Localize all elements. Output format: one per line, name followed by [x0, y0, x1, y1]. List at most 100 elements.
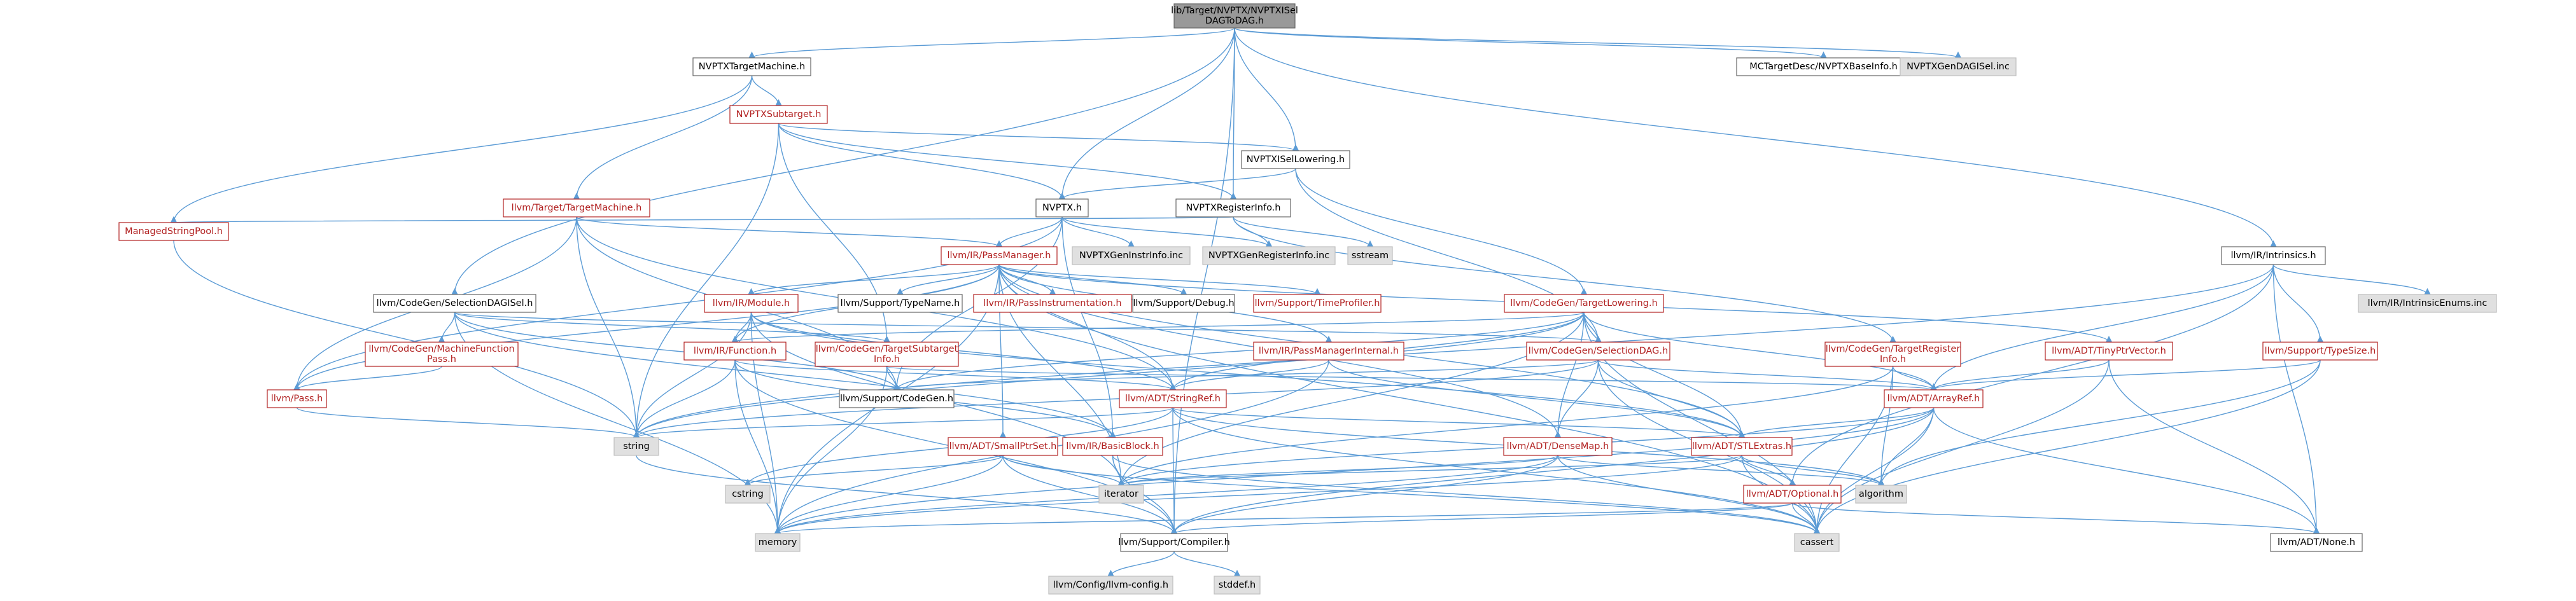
node-compiler[interactable]: llvm/Support/Compiler.h	[1118, 533, 1230, 552]
node-typename[interactable]: llvm/Support/TypeName.h	[837, 294, 963, 313]
edge-root-to-nvptx-isel	[1234, 27, 1299, 152]
node-nvptx-reginfo[interactable]: NVPTXRegisterInfo.h	[1175, 198, 1291, 218]
node-box	[973, 294, 1132, 313]
node-string[interactable]: string	[613, 437, 659, 456]
edge-nvptx-subtarget-to-string	[633, 123, 780, 439]
node-stlextras[interactable]: llvm/ADT/STLExtras.h	[1691, 437, 1793, 456]
node-pm-internal[interactable]: llvm/IR/PassManagerInternal.h	[1253, 342, 1404, 361]
node-intrinsics-enums[interactable]: llvm/IR/IntrinsicEnums.inc	[2358, 294, 2497, 313]
node-support-debug[interactable]: llvm/Support/Debug.h	[1132, 294, 1235, 313]
edge-pass-manager-to-time-profiler	[998, 264, 1321, 296]
edge-intrinsics-to-intrinsics-enums	[2272, 264, 2432, 296]
node-label: llvm/IR/IntrinsicEnums.inc	[2368, 298, 2488, 308]
edge-optional-to-adt-none	[1791, 502, 2320, 535]
node-label: llvm/Support/CodeGen.h	[840, 394, 953, 404]
node-arrayref[interactable]: llvm/ADT/ArrayRef.h	[1884, 389, 1984, 408]
node-box	[1794, 533, 1840, 552]
node-cstring[interactable]: cstring	[725, 485, 771, 504]
node-label: NVPTXSubtarget.h	[736, 109, 822, 120]
edge-arrayref-to-adt-none	[1933, 407, 2320, 535]
node-time-profiler[interactable]: llvm/Support/TimeProfiler.h	[1253, 294, 1382, 313]
node-label: string	[623, 441, 650, 452]
node-target-tm[interactable]: llvm/Target/TargetMachine.h	[503, 198, 650, 218]
node-selectiondagisel[interactable]: llvm/CodeGen/SelectionDAGISel.h	[373, 294, 536, 313]
edge-stlextras-to-optional	[1741, 455, 1796, 487]
node-label: NVPTXISelLowering.h	[1247, 155, 1345, 165]
node-instr-inc[interactable]: NVPTXGenInstrInfo.inc	[1072, 246, 1191, 265]
edge-target-subtarget-to-arrayref	[886, 366, 1938, 391]
edge-intrinsics-to-adt-none	[2272, 264, 2320, 535]
node-box	[725, 485, 771, 504]
node-tinyptr[interactable]: llvm/ADT/TinyPtrVector.h	[2045, 342, 2173, 361]
node-box	[1048, 576, 1173, 595]
node-pass-manager[interactable]: llvm/IR/PassManager.h	[941, 246, 1058, 265]
node-label: llvm/IR/Function.h	[694, 346, 776, 356]
node-smallptrset[interactable]: llvm/ADT/SmallPtrSet.h	[948, 437, 1058, 456]
node-pass-instr[interactable]: llvm/IR/PassInstrumentation.h	[973, 294, 1132, 313]
edge-intrinsics-to-string	[633, 264, 2274, 439]
edge-typesize-to-arrayref	[1929, 359, 2321, 391]
node-sstream[interactable]: sstream	[1347, 246, 1393, 265]
node-adt-none[interactable]: llvm/ADT/None.h	[2270, 533, 2363, 552]
edge-smallptrset-to-cassert	[1002, 455, 1821, 535]
edge-root-to-nvptx-tm	[748, 27, 1235, 59]
node-llvm-config[interactable]: llvm/Config/llvm-config.h	[1048, 576, 1173, 595]
edge-root-to-selectiondagisel	[451, 27, 1235, 296]
edge-optional-to-memory	[774, 502, 1793, 535]
node-nvptx-subtarget[interactable]: NVPTXSubtarget.h	[729, 105, 828, 124]
node-llvm-pass[interactable]: llvm/Pass.h	[267, 389, 327, 408]
edge-arrayref-to-cassert	[1813, 407, 1935, 535]
edge-pass-manager-to-support-debug	[998, 264, 1187, 296]
edge-target-lowering-to-densemap	[1554, 312, 1585, 439]
node-iterator[interactable]: iterator	[1098, 485, 1144, 504]
node-label: llvm/ADT/DenseMap.h	[1507, 441, 1609, 452]
node-selectiondag[interactable]: llvm/CodeGen/SelectionDAG.h	[1526, 342, 1670, 361]
node-stringref[interactable]: llvm/ADT/StringRef.h	[1119, 389, 1227, 408]
node-target-lowering[interactable]: llvm/CodeGen/TargetLowering.h	[1504, 294, 1664, 313]
node-label: llvm/CodeGen/TargetRegister	[1826, 344, 1961, 354]
node-label: llvm/ADT/StringRef.h	[1125, 394, 1221, 404]
edge-arrayref-to-stlextras	[1738, 407, 1935, 439]
node-label: llvm/Target/TargetMachine.h	[512, 203, 642, 213]
node-box	[1253, 342, 1404, 361]
node-stddef[interactable]: stddef.h	[1214, 576, 1261, 595]
node-label: llvm/CodeGen/TargetLowering.h	[1510, 298, 1658, 308]
node-dagisel-inc[interactable]: NVPTXGenDAGISel.inc	[1900, 57, 2017, 76]
edge-target-reginfo-to-arrayref	[1892, 366, 1938, 391]
node-optional[interactable]: llvm/ADT/Optional.h	[1743, 485, 1842, 504]
node-nvptx-h[interactable]: NVPTX.h	[1035, 198, 1089, 218]
node-box	[1884, 389, 1984, 408]
edge-ir-function-to-memory	[734, 359, 781, 535]
node-label: memory	[759, 537, 797, 548]
node-ir-function[interactable]: llvm/IR/Function.h	[683, 342, 787, 361]
edge-mfpass-to-llvm-pass	[293, 366, 442, 391]
node-box	[1736, 57, 1911, 76]
node-intrinsics[interactable]: llvm/IR/Intrinsics.h	[2221, 246, 2326, 265]
edge-densemap-to-iterator	[1117, 455, 1558, 487]
node-densemap[interactable]: llvm/ADT/DenseMap.h	[1503, 437, 1613, 456]
node-managed-pool[interactable]: ManagedStringPool.h	[118, 222, 229, 241]
node-typesize[interactable]: llvm/Support/TypeSize.h	[2262, 342, 2378, 361]
node-nvptx-tm[interactable]: NVPTXTargetMachine.h	[692, 57, 811, 76]
node-mctarget[interactable]: MCTargetDesc/NVPTXBaseInfo.h	[1736, 57, 1911, 76]
node-cassert[interactable]: cassert	[1794, 533, 1840, 552]
node-label: llvm/ADT/ArrayRef.h	[1887, 394, 1980, 404]
node-support-codegen[interactable]: llvm/Support/CodeGen.h	[839, 389, 955, 408]
node-box	[1202, 246, 1336, 265]
node-basicblock[interactable]: llvm/IR/BasicBlock.h	[1062, 437, 1163, 456]
edge-selectiondag-to-string	[633, 359, 1599, 439]
edge-smallptrset-to-iterator	[1002, 455, 1125, 487]
node-label: NVPTXGenRegisterInfo.inc	[1208, 251, 1329, 261]
edge-basicblock-to-cassert	[1112, 455, 1821, 535]
node-ir-module[interactable]: llvm/IR/Module.h	[704, 294, 799, 313]
edge-nvptx-h-to-instr-inc	[1061, 216, 1135, 248]
edge-target-tm-to-string	[576, 216, 640, 439]
node-memory[interactable]: memory	[755, 533, 801, 552]
node-nvptx-isel[interactable]: NVPTXISelLowering.h	[1241, 150, 1350, 169]
node-algorithm[interactable]: algorithm	[1855, 485, 1907, 504]
node-reginfo-inc[interactable]: NVPTXGenRegisterInfo.inc	[1202, 246, 1336, 265]
